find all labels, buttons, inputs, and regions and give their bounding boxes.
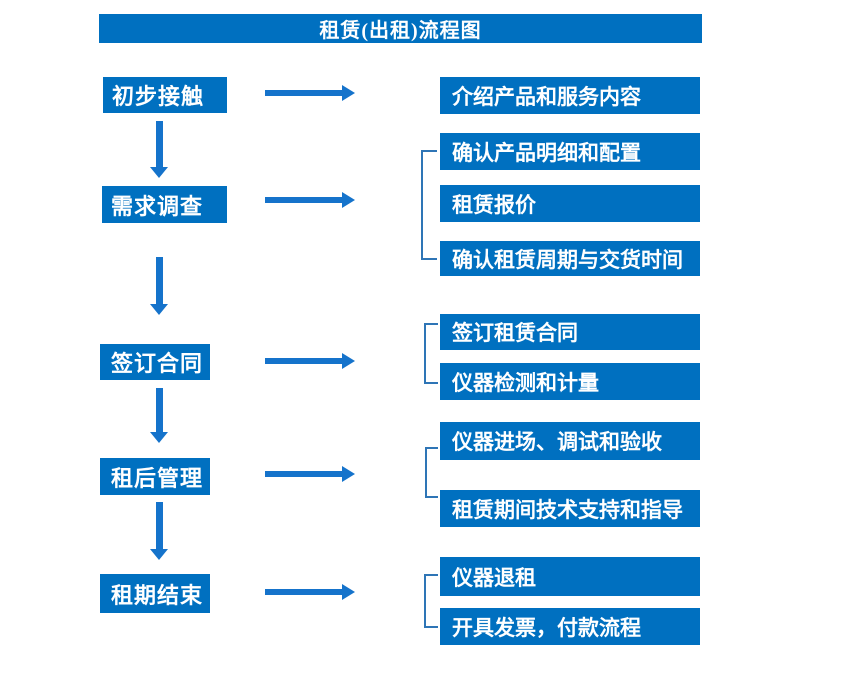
step-box-initial-contact: 初步接触 [103,77,227,113]
bracket-connector-rental-end-details [424,574,438,628]
detail-box-confirm-product-config: 确认产品明细和配置 [440,133,700,170]
arrow-down-icon [150,121,168,178]
flow-chart-title: 租赁(出租)流程图 [99,14,702,43]
bracket-connector-post-rental-details [425,447,438,498]
arrow-down-icon [150,388,168,443]
step-box-demand-survey: 需求调查 [102,186,227,223]
detail-box-sign-rental-contract: 签订租赁合同 [440,314,700,350]
detail-box-invoice-payment: 开具发票，付款流程 [440,608,700,645]
detail-box-instrument-acceptance: 仪器进场、调试和验收 [440,422,700,460]
detail-box-confirm-period-delivery: 确认租赁周期与交货时间 [440,241,700,276]
detail-box-instrument-calibration: 仪器检测和计量 [440,363,700,400]
arrow-right-icon [265,584,355,600]
step-box-sign-contract: 签订合同 [100,344,210,380]
arrow-down-icon [150,502,168,560]
arrow-right-icon [265,353,355,369]
detail-box-introduce-products: 介绍产品和服务内容 [440,77,700,114]
bracket-connector-sign-contract-details [424,323,438,384]
step-box-post-rental-management: 租后管理 [100,458,210,495]
detail-box-rental-quote: 租赁报价 [440,185,700,222]
detail-box-instrument-return: 仪器退租 [440,557,700,596]
arrow-down-icon [150,257,168,315]
detail-box-tech-support: 租赁期间技术支持和指导 [440,490,700,527]
step-box-rental-end: 租期结束 [100,574,210,613]
arrow-right-icon [265,192,355,208]
arrow-right-icon [265,466,355,482]
bracket-connector-demand-survey-details [421,150,437,260]
arrow-right-icon [265,85,355,101]
